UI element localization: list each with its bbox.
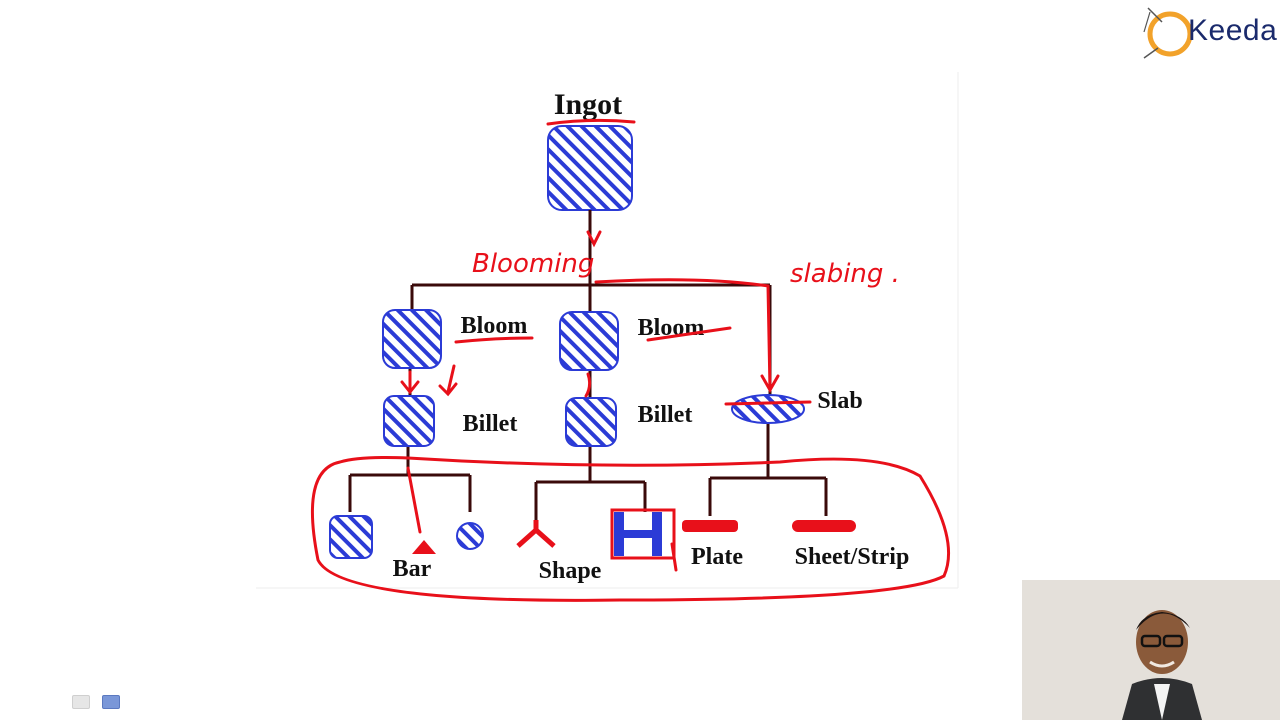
- shape-plate: [682, 520, 738, 532]
- label-shape: Shape: [539, 558, 602, 584]
- presenter-webcam: [1022, 580, 1280, 720]
- shape-triangle-bar: [412, 540, 436, 554]
- shape-round-bar: [457, 523, 483, 549]
- shape-billet-middle: [566, 398, 616, 446]
- shape-angle-section: [518, 520, 554, 546]
- shape-billet-left: [384, 396, 434, 446]
- label-bar: Bar: [393, 556, 432, 582]
- slide-menu-icon[interactable]: [72, 695, 90, 709]
- presenter-figure: [1022, 580, 1280, 720]
- label-billet-middle: Billet: [638, 402, 693, 428]
- annotation-blooming: Blooming: [472, 249, 594, 279]
- presentation-toolbar: [70, 692, 130, 712]
- shape-bloom-left: [383, 310, 441, 368]
- label-slab: Slab: [817, 388, 862, 414]
- shape-square-bar: [330, 516, 372, 558]
- label-billet-left: Billet: [463, 411, 518, 437]
- shape-i-beam: [612, 510, 674, 558]
- label-ingot: Ingot: [554, 88, 622, 121]
- label-plate: Plate: [691, 544, 743, 570]
- shape-bloom-middle: [560, 312, 618, 370]
- pointer-icon[interactable]: [102, 695, 120, 709]
- label-sheet-strip: Sheet/Strip: [795, 544, 910, 570]
- label-bloom-left: Bloom: [461, 313, 528, 339]
- shape-slab: [732, 395, 804, 423]
- shape-sheet: [792, 520, 856, 532]
- annotation-slabing: slabing .: [790, 259, 900, 289]
- shape-ingot: [548, 126, 632, 210]
